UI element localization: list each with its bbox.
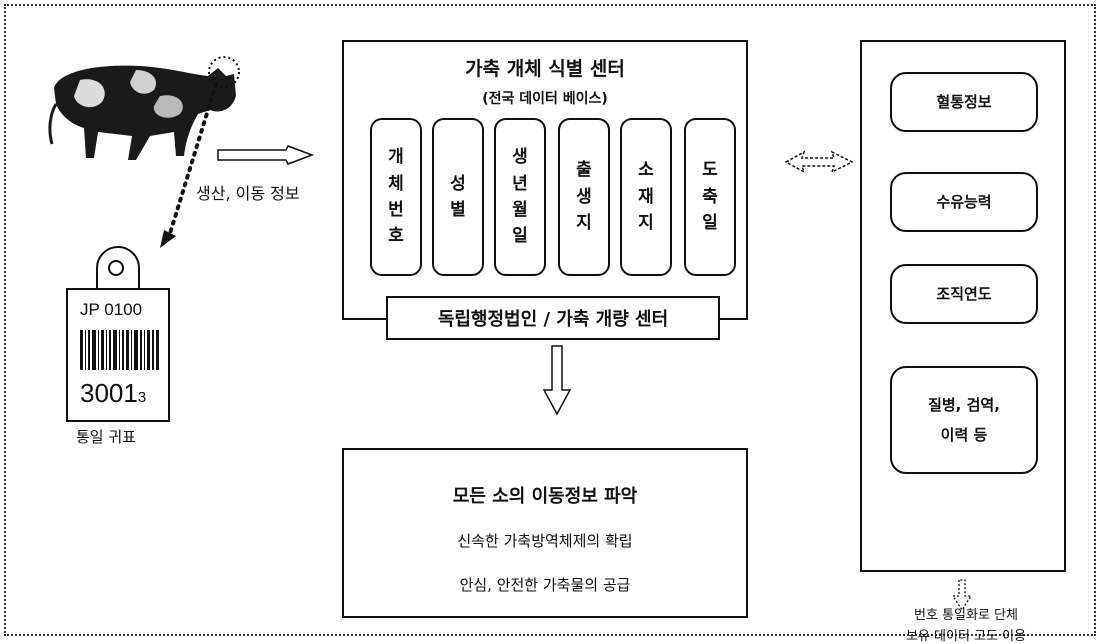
center-title: 가축 개체 식별 센터 xyxy=(465,58,625,80)
item-disease-inspection-history: 질병, 검역, 이력 등 xyxy=(890,366,1038,474)
field-slaughter-date: 도 축 일 xyxy=(684,118,736,276)
tag-number-main: 3001 xyxy=(80,378,138,408)
small-arrow-down xyxy=(951,579,973,612)
tag-number: 30013 xyxy=(80,378,146,409)
right-note-line-2: 보유 데이터 고도 이용 xyxy=(905,629,1027,644)
result-line-2: 안심, 안전한 가축물의 공급 xyxy=(459,576,631,594)
item-tissue-year: 조직연도 xyxy=(890,264,1038,324)
result-box: 모든 소의 이동정보 파악 신속한 가축방역체제의 확립 안심, 안전한 가축물… xyxy=(342,448,748,618)
tag-link-arrow xyxy=(160,82,218,248)
flow-label: 생산, 이동 정보 xyxy=(196,184,300,203)
right-note: 번호 통일화로 단체 xyxy=(876,606,1056,626)
tag-hole xyxy=(108,260,124,276)
diagram-frame xyxy=(4,4,1096,636)
field-sex: 성 별 xyxy=(432,118,484,276)
barcode xyxy=(80,330,159,370)
flow-arrow-right xyxy=(217,145,315,165)
result-line-1: 신속한 가축방역체제의 확립 xyxy=(457,532,633,550)
tag-plate: JP 0100 30013 xyxy=(66,288,170,422)
cow-illustration xyxy=(48,65,236,160)
item-pedigree-info: 혈통정보 xyxy=(890,72,1038,132)
tag-code: JP 0100 xyxy=(80,300,143,319)
tag-check-digit: 3 xyxy=(137,389,147,406)
result-title: 모든 소의 이동정보 파악 xyxy=(452,486,638,507)
field-birthplace: 출 생 지 xyxy=(558,118,610,276)
flow-arrow-down xyxy=(542,345,572,416)
bidirectional-arrow xyxy=(784,150,854,174)
tag-caption: 통일 귀표 xyxy=(76,428,136,446)
center-subtitle: (전국 데이터 베이스) xyxy=(482,91,608,107)
ear-tag: JP 0100 30013 xyxy=(66,246,170,422)
item-milk-capacity: 수유능력 xyxy=(890,172,1038,232)
right-note-line-1: 번호 통일화로 단체 xyxy=(914,608,1018,623)
ear-tag-highlight xyxy=(208,56,240,88)
field-birthdate: 생 년 월 일 xyxy=(494,118,546,276)
field-individual-number: 개 체 번 호 xyxy=(370,118,422,276)
improvement-center-label: 독립행정법인 / 가축 개량 센터 xyxy=(386,296,720,340)
field-location: 소 재 지 xyxy=(620,118,672,276)
